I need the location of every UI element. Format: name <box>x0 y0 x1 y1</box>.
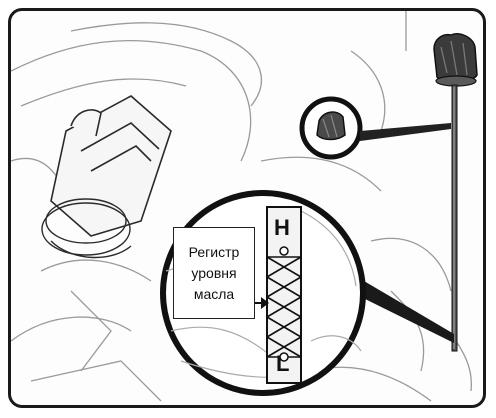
callout-line-2: уровня <box>191 263 236 284</box>
dipstick <box>434 34 477 351</box>
high-mark-letter: H <box>274 215 290 241</box>
filler-tube <box>51 96 171 236</box>
engine-bay-drawing <box>11 11 483 405</box>
illustration-frame: H L Регистр уровня масла <box>8 8 486 408</box>
callout-line-3: масла <box>194 284 234 305</box>
callout-line-1: Регистр <box>189 242 240 263</box>
low-mark-letter: L <box>276 351 289 377</box>
oil-level-callout: Регистр уровня масла <box>173 227 255 319</box>
cap-grip-magnifier <box>302 99 451 157</box>
